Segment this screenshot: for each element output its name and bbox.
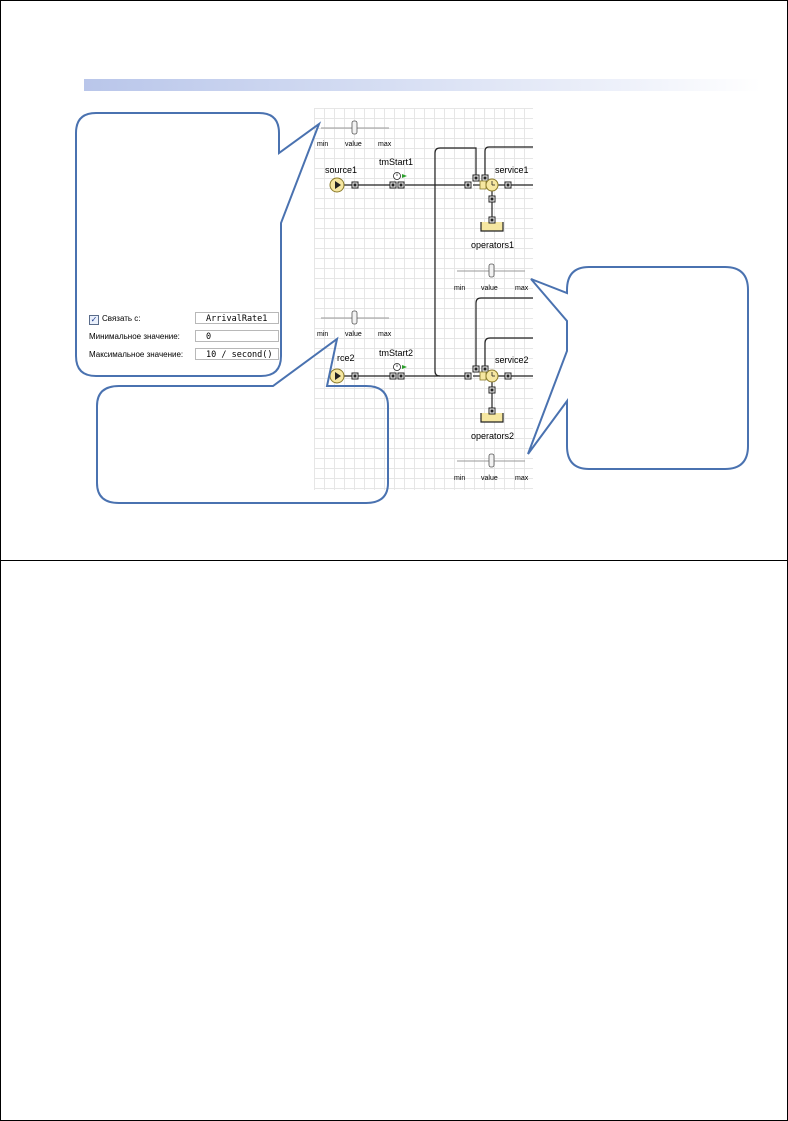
source2-block[interactable]: [329, 368, 359, 384]
link-label-wrap: ✓Связать с:: [89, 314, 141, 325]
min-value-field[interactable]: 0: [195, 330, 279, 342]
link-field[interactable]: ArrivalRate1: [195, 312, 279, 324]
slider-3-value-label: value: [481, 285, 498, 292]
callout-bottom-left: [96, 336, 389, 504]
slider-2-max-label: max: [378, 331, 392, 338]
slider-1-value-label: value: [345, 141, 362, 148]
min-value-label: Минимальное значение:: [89, 332, 180, 341]
operators2-label: operators2: [471, 431, 515, 441]
tmstart1-block[interactable]: [389, 172, 407, 189]
model-canvas: [314, 108, 533, 490]
slider-3[interactable]: [457, 263, 525, 278]
operators2-block[interactable]: [480, 407, 504, 423]
source1-label: source1: [325, 165, 358, 175]
tmstart2-block[interactable]: [389, 363, 407, 380]
diagram-overlay: [75, 112, 749, 504]
slider-3-min-label: min: [454, 285, 466, 292]
service1-block[interactable]: [464, 174, 512, 203]
callout-right: [527, 266, 749, 470]
slider-2-value-label: value: [345, 331, 362, 338]
title-underline-bar: [84, 79, 761, 91]
min-value-row: Минимальное значение: 0: [87, 330, 279, 344]
link-checkbox[interactable]: ✓: [89, 315, 99, 325]
link-label: Связать с:: [102, 314, 141, 323]
tmstart1-label: tmStart1: [379, 157, 414, 167]
slider-1-max-label: max: [378, 141, 392, 148]
link-row: ✓Связать с: ArrivalRate1: [87, 312, 279, 326]
source1-block[interactable]: [329, 177, 359, 193]
max-value-label: Максимальное значение:: [89, 350, 184, 359]
callout-top-left: [75, 112, 322, 377]
max-value-row: Максимальное значение: 10 / second(): [87, 348, 279, 362]
slider-properties-panel: ✓Связать с: ArrivalRate1 Минимальное зна…: [87, 312, 279, 362]
slider-1[interactable]: [321, 120, 389, 135]
slider-4-min-label: min: [454, 475, 466, 482]
slide-1: min value max min value max min value ma…: [0, 0, 788, 561]
slider-3-max-label: max: [515, 285, 529, 292]
operators1-block[interactable]: [480, 216, 504, 232]
slider-4[interactable]: [457, 453, 525, 468]
slider-4-value-label: value: [481, 475, 498, 482]
slider-1-min-label: min: [317, 141, 329, 148]
slider-2-min-label: min: [317, 331, 329, 338]
tmstart2-label: tmStart2: [379, 348, 414, 358]
slide-2: [0, 560, 788, 1121]
service2-block[interactable]: [464, 365, 512, 394]
service1-label: service1: [495, 165, 529, 175]
slider-4-max-label: max: [515, 475, 529, 482]
slider-2[interactable]: [321, 310, 389, 325]
connectors: [344, 146, 533, 412]
service2-label: service2: [495, 355, 529, 365]
operators1-label: operators1: [471, 240, 515, 250]
max-value-field[interactable]: 10 / second(): [195, 348, 279, 360]
source2-label: rce2: [337, 353, 355, 363]
